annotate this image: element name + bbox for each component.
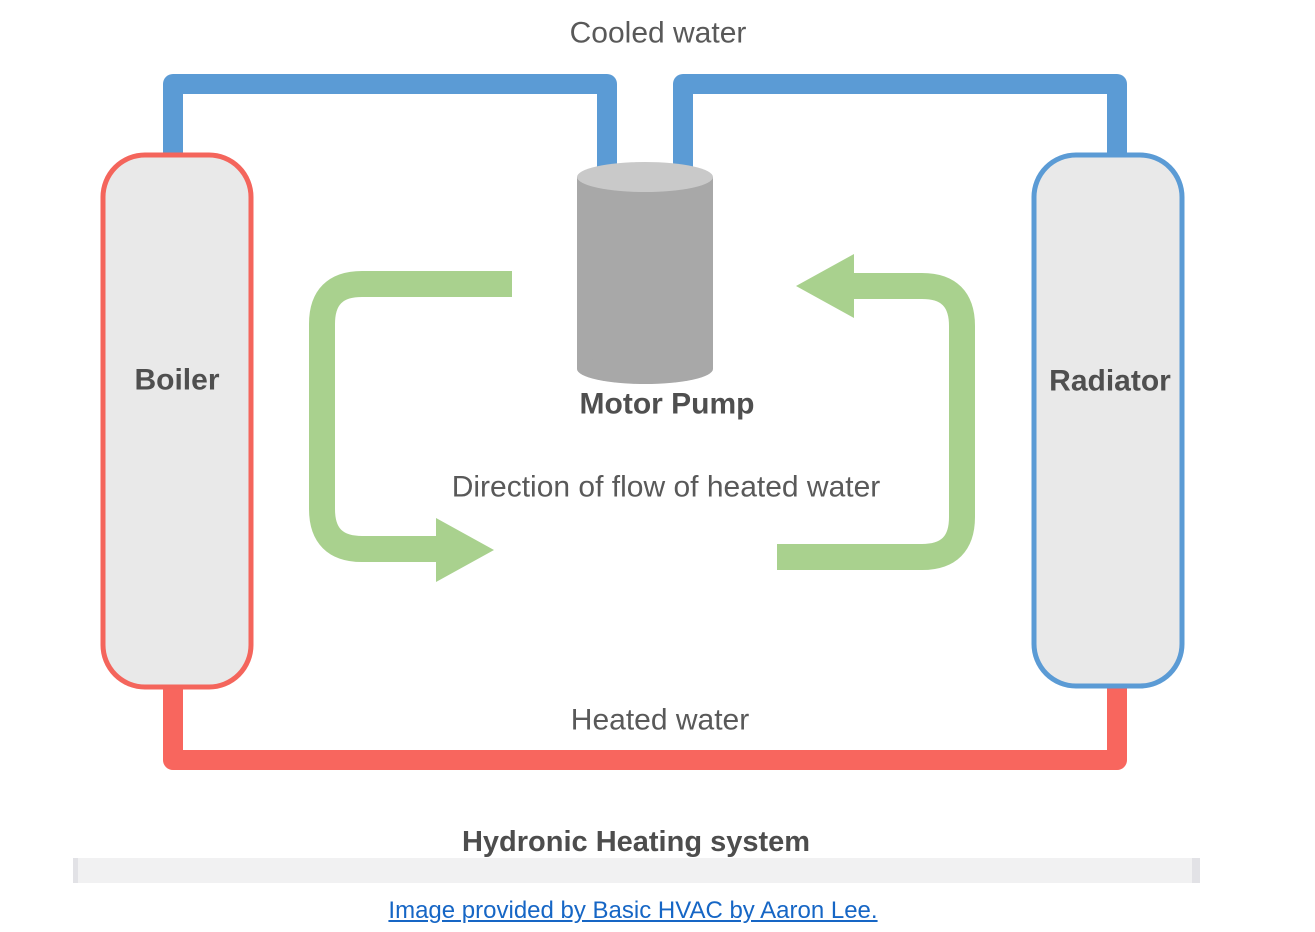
radiator-label: Radiator [1049, 364, 1171, 398]
pump-bottom [577, 354, 713, 384]
cold-pipe-left [163, 74, 617, 174]
flow-arrow-right-shaft [777, 273, 975, 570]
cooled-water-label: Cooled water [569, 16, 747, 50]
scrollbar-track-left[interactable] [73, 858, 78, 883]
diagram-title: Hydronic Heating system [461, 826, 811, 859]
motor-pump-label: Motor Pump [579, 387, 755, 421]
radiator-vessel [1031, 152, 1185, 689]
boiler-vessel [100, 152, 254, 690]
flow-arrow-left-shaft [309, 271, 512, 562]
credit-link[interactable]: Image provided by Basic HVAC by Aaron Le… [388, 897, 878, 924]
flow-arrow-right-head [796, 254, 854, 318]
hydronic-diagram-canvas [100, 74, 1185, 770]
boiler-label: Boiler [134, 363, 220, 397]
scrollbar-track-right[interactable] [1192, 858, 1200, 883]
hot-pipe [163, 680, 1127, 770]
flow-arrow-left-head [436, 518, 494, 582]
cold-pipe-right [673, 74, 1127, 174]
credit-line: Image provided by Basic HVAC by Aaron Le… [388, 897, 877, 925]
flow-direction-label: Direction of flow of heated water [451, 470, 881, 504]
pump-top [577, 162, 713, 192]
heated-water-label: Heated water [570, 703, 750, 737]
pump-body [577, 177, 713, 369]
horizontal-scrollbar[interactable] [73, 858, 1200, 883]
